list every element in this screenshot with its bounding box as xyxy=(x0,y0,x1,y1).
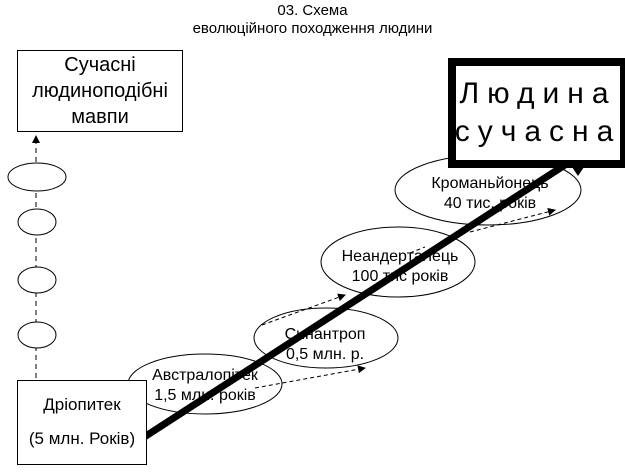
main-evolution-arrow xyxy=(133,160,570,446)
australopithecus-age: 1,5 млн. років xyxy=(154,387,256,404)
stage-arrow xyxy=(254,365,366,389)
sinanthropus-label: Синантроп 0,5 млн. р. xyxy=(270,325,380,365)
neanderthal-label: Неандерталець 100 тис років xyxy=(335,247,465,287)
neanderthal-name: Неандерталець xyxy=(341,248,459,265)
ape-stage-ellipse xyxy=(17,266,57,294)
sinanthropus-name: Синантроп xyxy=(284,326,366,343)
modern-apes-line1: Сучасні xyxy=(64,54,136,76)
australopithecus-name: Австралопітек xyxy=(152,367,258,384)
stage-arrow xyxy=(261,293,346,326)
dryopithecus-name: Дріопитек xyxy=(43,395,121,414)
modern-apes-line2: людиноподібні xyxy=(32,80,168,102)
modern-apes-line3: мавпи xyxy=(71,106,129,128)
sinanthropus-ellipse xyxy=(253,307,399,369)
dryopithecus-age: (5 млн. Років) xyxy=(28,429,136,448)
stage-arrow xyxy=(409,246,426,254)
neanderthal-age: 100 тис років xyxy=(351,268,449,285)
cro-magnon-name: Кроманьйонець xyxy=(431,175,549,192)
cro-magnon-age: 40 тис. років xyxy=(443,195,537,212)
sinanthropus-age: 0,5 млн. р. xyxy=(285,346,365,363)
modern-apes-box: Сучасні людиноподібні мавпи xyxy=(17,50,183,132)
diagram-title-number: 03. Схема xyxy=(277,2,348,19)
diagram-title: еволюційного походження людини xyxy=(192,20,433,37)
ape-stage-ellipse xyxy=(17,321,57,349)
australopithecus-label: Австралопітек 1,5 млн. років xyxy=(150,366,260,406)
cro-magnon-label: Кроманьйонець 40 тис. років xyxy=(420,174,560,214)
stage-arrow xyxy=(469,207,556,233)
ape-stage-ellipse xyxy=(7,162,67,192)
modern-human-line2: сучасна xyxy=(454,115,622,148)
ape-stage-ellipse xyxy=(17,208,57,236)
modern-human-box: Людина сучасна xyxy=(448,58,625,168)
modern-human-line1: Людина xyxy=(459,77,617,110)
dryopithecus-box: Дріопитек (5 млн. Років) xyxy=(17,380,147,465)
